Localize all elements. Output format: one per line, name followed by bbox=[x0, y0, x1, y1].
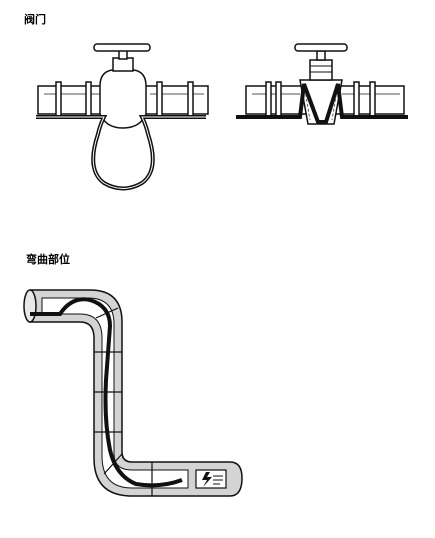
clamp bbox=[275, 81, 282, 119]
heating-cable bbox=[236, 83, 408, 124]
valve-handwheel bbox=[93, 43, 151, 52]
clamp bbox=[156, 81, 163, 119]
valve-body bbox=[99, 69, 147, 129]
valve-stem bbox=[316, 50, 326, 61]
pipe-bend-outer bbox=[29, 289, 243, 497]
heating-cable bbox=[30, 297, 183, 488]
clamp bbox=[265, 81, 272, 119]
valve-section-title: 阀门 bbox=[24, 13, 46, 26]
clamp bbox=[55, 81, 62, 119]
clamp bbox=[353, 81, 360, 119]
pipe-bend-inner bbox=[41, 297, 189, 489]
clamp bbox=[85, 81, 92, 119]
clamp bbox=[369, 81, 376, 119]
pipe-open-end bbox=[23, 289, 37, 323]
lightning-icon bbox=[202, 472, 212, 487]
valve-handwheel bbox=[294, 43, 348, 52]
valve-wrap-illustration bbox=[236, 43, 408, 125]
valve-bonnet bbox=[112, 57, 134, 72]
junction-box bbox=[195, 469, 227, 489]
bend-section-title: 弯曲部位 bbox=[26, 253, 70, 266]
valve-loop-illustration bbox=[36, 43, 209, 191]
pipe-bend-illustration bbox=[23, 289, 243, 497]
valve-bonnet bbox=[309, 59, 333, 81]
clamp bbox=[187, 81, 194, 119]
